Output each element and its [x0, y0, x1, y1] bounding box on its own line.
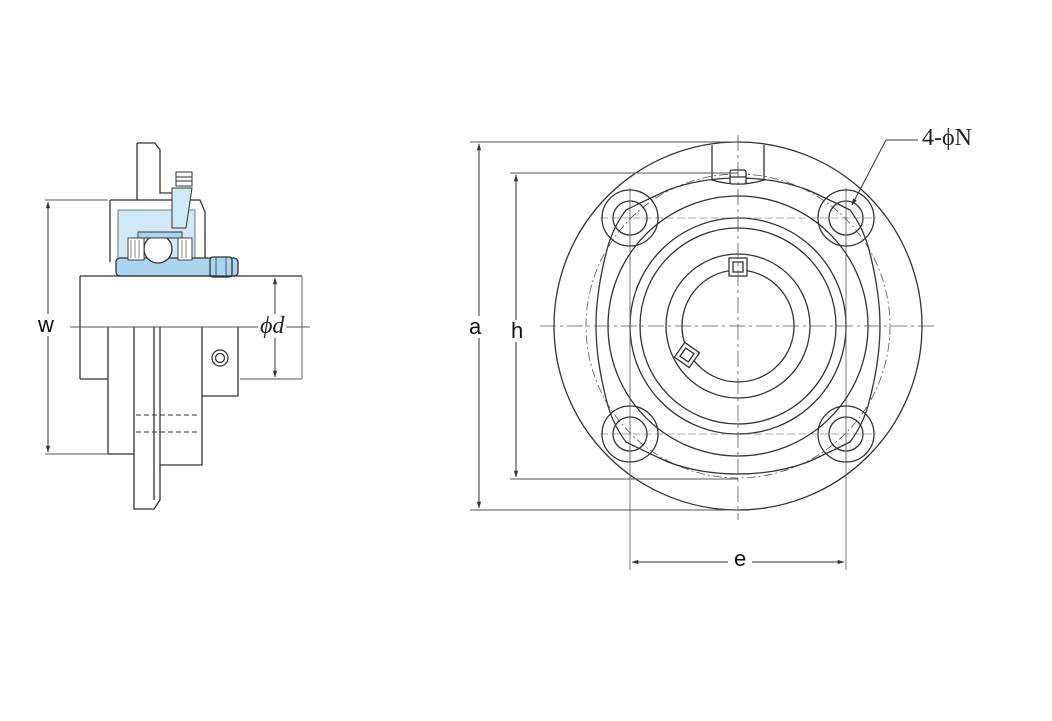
- h-label: h: [509, 318, 526, 343]
- front-view: [470, 135, 935, 570]
- phi-d-label: ϕd: [258, 313, 287, 339]
- front-housing-body: [595, 177, 881, 475]
- side-grease-nipple: [171, 171, 193, 229]
- side-view: [45, 142, 310, 510]
- side-set-screw: [209, 256, 233, 278]
- w-label: w: [36, 312, 56, 337]
- side-ball: [143, 234, 173, 264]
- side-cage-left: [127, 237, 145, 261]
- e-label: e: [728, 548, 753, 570]
- a-label: a: [467, 314, 484, 339]
- bolt-holes-label: 4-ϕN: [922, 125, 972, 151]
- side-cage-right: [177, 237, 193, 261]
- side-flange-upper: [137, 142, 172, 194]
- side-housing-lower: [107, 327, 239, 510]
- side-housing-upper: [110, 199, 206, 262]
